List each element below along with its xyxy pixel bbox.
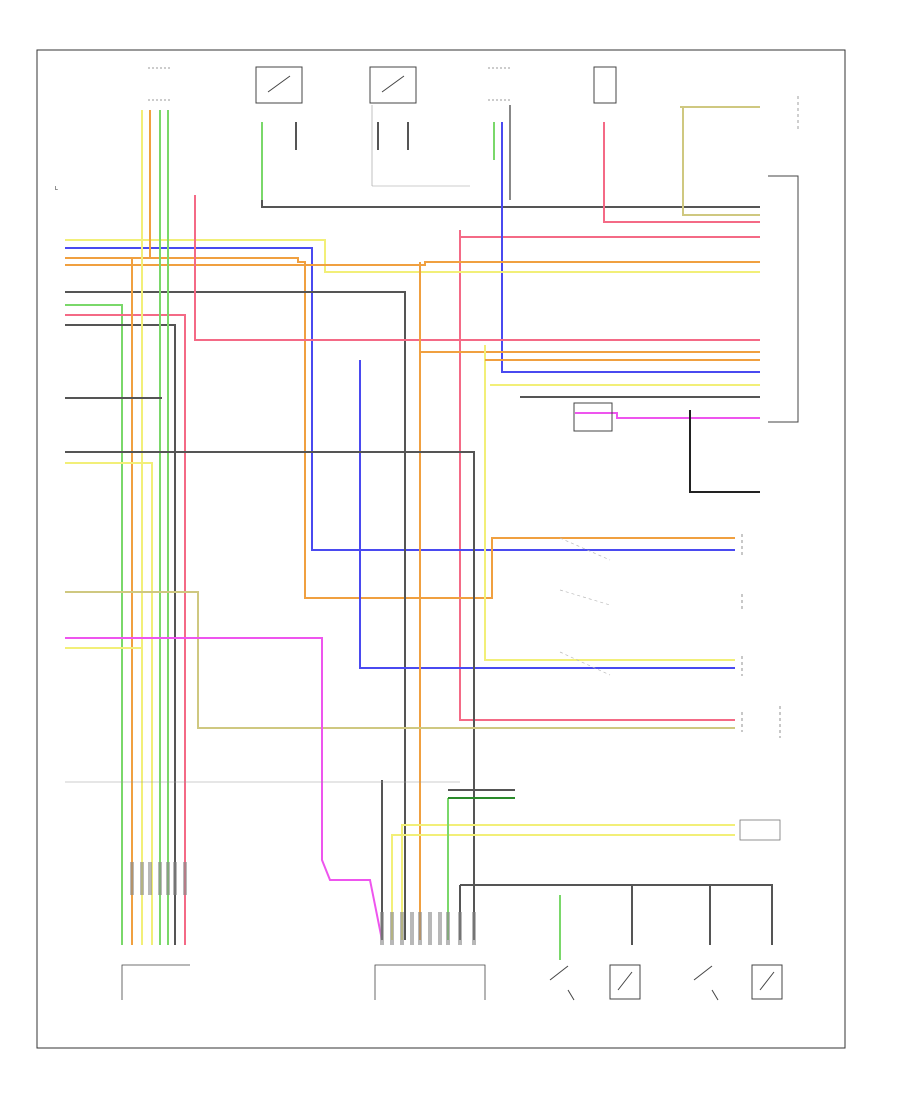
connector-pin	[410, 912, 414, 945]
wire-blue-r2	[359, 360, 735, 669]
connector-pin	[400, 912, 404, 945]
wire-magenta-sensor	[575, 412, 760, 419]
connector-pin	[438, 912, 442, 945]
connector-pin	[140, 862, 144, 895]
wire-blue-c3	[501, 122, 760, 373]
wire-orange-h2	[65, 261, 760, 266]
wire-magenta-mid	[65, 637, 383, 941]
bottom-switch-2	[609, 964, 641, 1000]
connector-pin	[458, 912, 462, 945]
bottom-switch-3	[693, 965, 719, 1001]
wire-yellow-h3	[65, 462, 153, 945]
wire-pink-top	[603, 122, 760, 223]
wire-gray-m5	[460, 884, 633, 945]
wire-blue-h1	[65, 247, 735, 551]
label-left-gnd: L	[55, 186, 58, 192]
wire-pink-h2	[65, 314, 186, 945]
wire-yellow-r1	[484, 345, 735, 661]
diagram-frame	[36, 49, 846, 1049]
connector-pin	[166, 862, 170, 895]
bottom-switch-4	[751, 964, 783, 1000]
bottom-switch-1	[549, 965, 575, 1001]
connector-pin	[418, 912, 422, 945]
wire-gray-h2	[65, 324, 176, 945]
wire-black-r	[689, 410, 760, 493]
wire-gray-h3	[65, 451, 475, 940]
wire-yellow-h1	[65, 239, 760, 273]
connector-pin	[380, 912, 384, 945]
wire-pink-h1	[194, 195, 760, 341]
bottom-component-brackets	[121, 964, 486, 1000]
top-switch-2	[369, 66, 470, 187]
wire-yellow-m2	[401, 824, 735, 940]
wire-orange-h1	[65, 257, 735, 599]
right-small-connectors	[739, 534, 781, 841]
wire-green-h1	[65, 304, 123, 945]
wire-olive-vert	[682, 107, 760, 216]
top-connector-engine-control	[148, 67, 172, 101]
connector-pin	[183, 862, 187, 895]
wire-gray-h1	[65, 291, 406, 940]
connector-pin	[446, 912, 450, 945]
wire-yellow-m1	[391, 834, 735, 940]
wire-gray-m8	[710, 884, 773, 945]
connector-pin	[390, 912, 394, 945]
top-switch-1	[255, 66, 303, 104]
connector-pins-module	[380, 912, 476, 945]
shield-markers	[559, 537, 611, 676]
top-component-4	[593, 66, 617, 104]
connector-pin	[148, 862, 152, 895]
connector-pin	[173, 862, 177, 895]
connector-pins-left	[130, 862, 187, 895]
connector-pin	[472, 912, 476, 945]
connector-pin	[130, 862, 134, 895]
connector-pin	[428, 912, 432, 945]
right-connector-bracket	[768, 96, 799, 423]
wire-gray-m7	[632, 884, 711, 945]
connector-pin	[158, 862, 162, 895]
wire-olive-mid	[65, 591, 735, 729]
wire-pink-2	[459, 230, 735, 721]
top-connector-3	[488, 67, 512, 101]
sensor-box	[573, 402, 613, 432]
